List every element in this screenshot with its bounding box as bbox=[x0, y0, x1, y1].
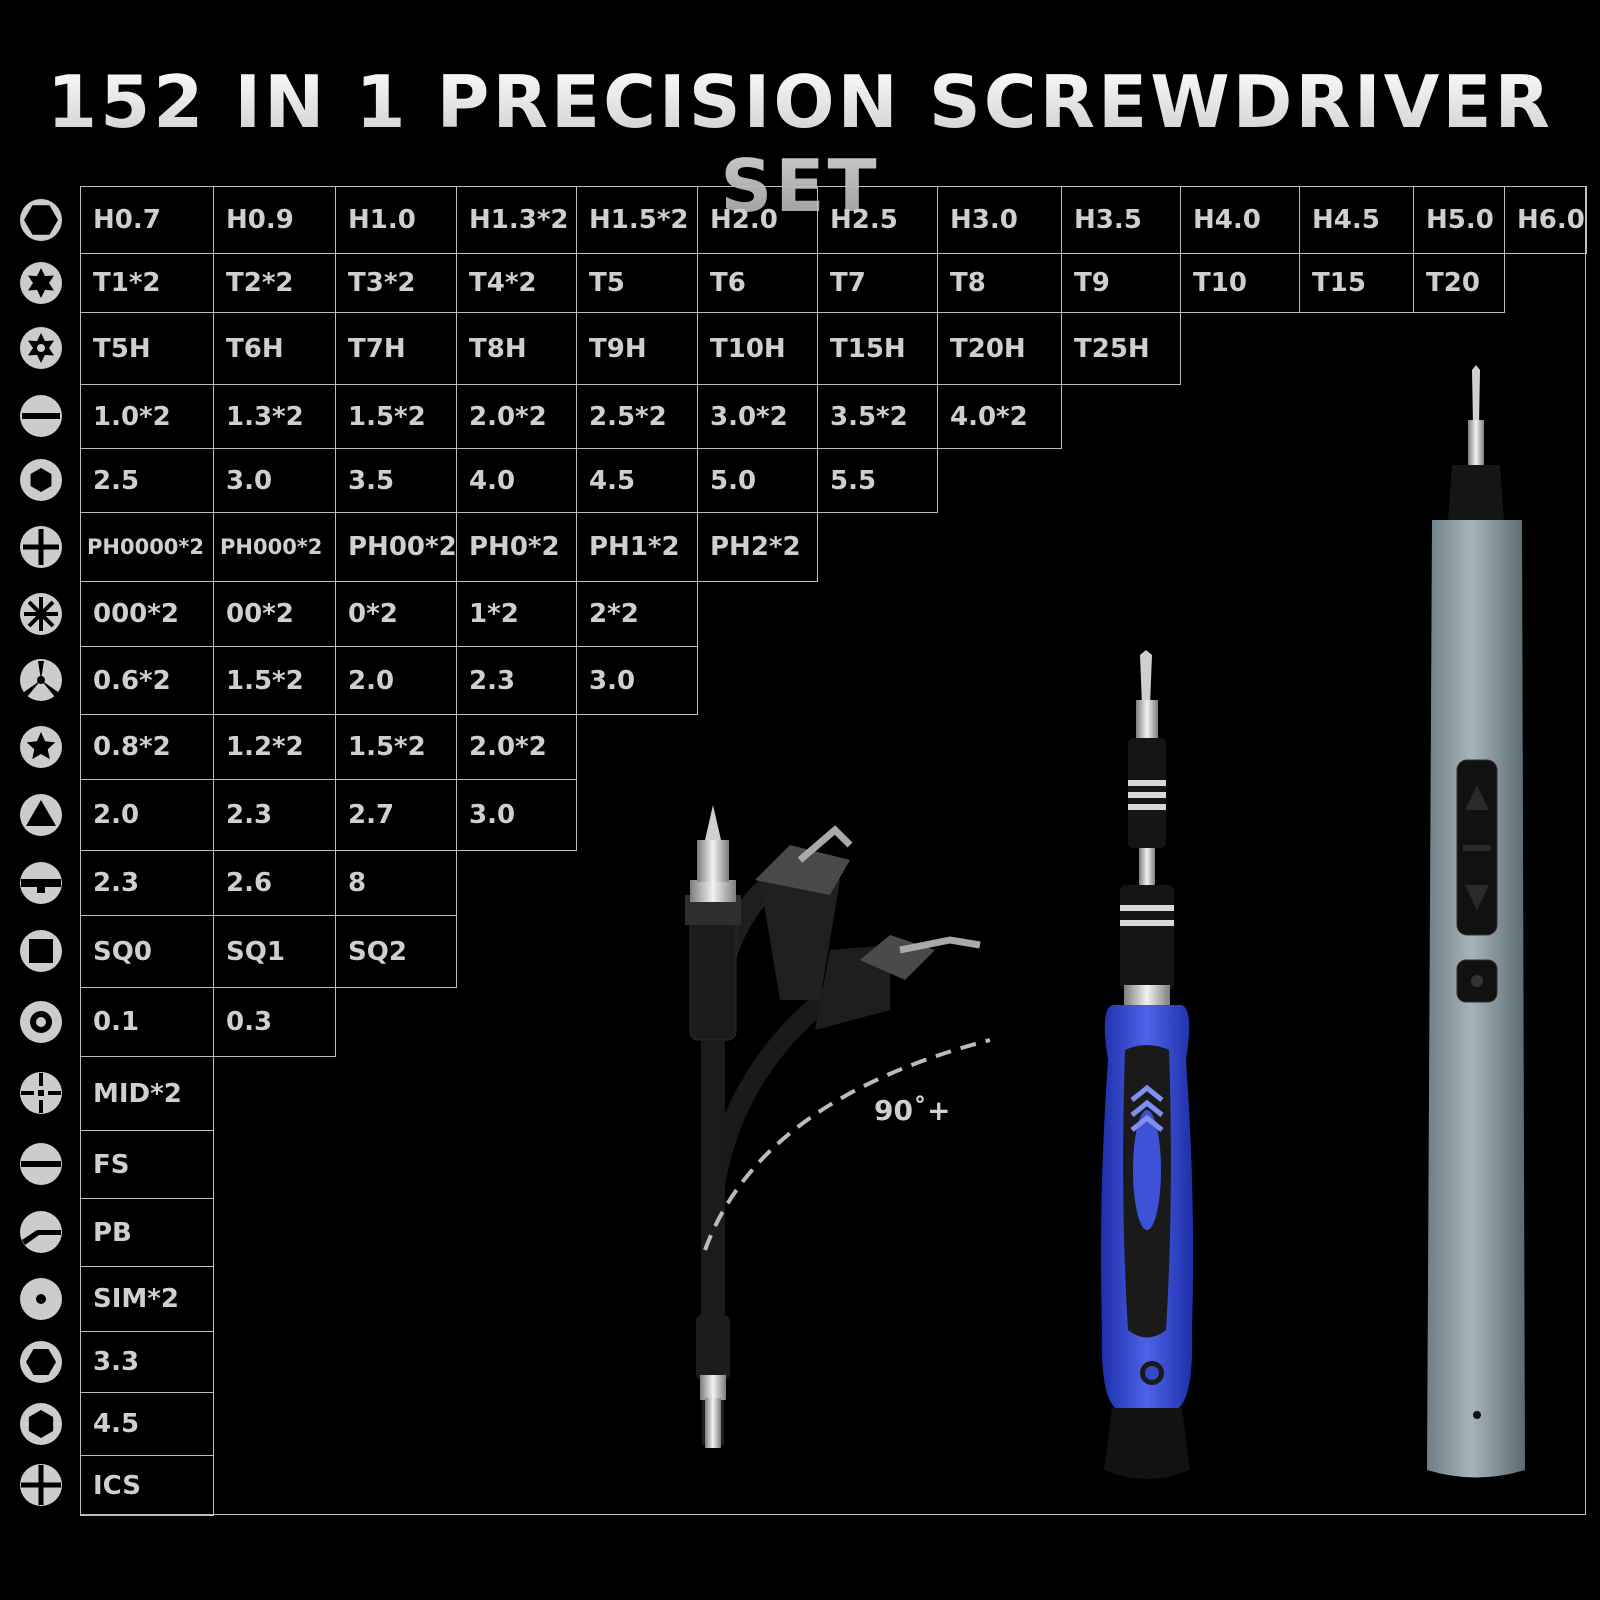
bit-cell: T20 bbox=[1413, 253, 1505, 313]
bit-cell: 1.0*2 bbox=[80, 384, 214, 449]
bit-cell: 1.2*2 bbox=[213, 714, 336, 780]
bit-cell: T20H bbox=[937, 312, 1062, 385]
pb-icon bbox=[19, 1210, 63, 1254]
bit-cell: 5.5 bbox=[817, 448, 938, 513]
sim-icon bbox=[19, 1277, 63, 1321]
blue-screwdriver-illustration bbox=[1100, 650, 1194, 1479]
bit-cell: 4.0*2 bbox=[937, 384, 1062, 449]
torx-icon bbox=[19, 261, 63, 305]
bit-cell: 3.5*2 bbox=[817, 384, 938, 449]
bit-cell: MID*2 bbox=[80, 1056, 214, 1131]
bit-cell: 0.3 bbox=[213, 987, 336, 1057]
bit-cell: SIM*2 bbox=[80, 1266, 214, 1332]
bit-cell: 3.0 bbox=[576, 646, 698, 715]
bit-cell: H0.7 bbox=[80, 186, 214, 254]
bit-cell: 5.0 bbox=[697, 448, 818, 513]
electric-screwdriver-illustration bbox=[1427, 365, 1525, 1478]
torx-hole-icon bbox=[19, 326, 63, 370]
slotted-icon bbox=[19, 394, 63, 438]
bit-cell: H5.0 bbox=[1413, 186, 1505, 254]
bit-cell: SQ1 bbox=[213, 915, 336, 988]
bit-cell: 3.0 bbox=[213, 448, 336, 513]
bit-cell: PB bbox=[80, 1198, 214, 1267]
bit-cell: 2.0*2 bbox=[456, 714, 577, 780]
bit-cell: T5H bbox=[80, 312, 214, 385]
bit-cell: ICS bbox=[80, 1455, 214, 1516]
bit-cell: H2.5 bbox=[817, 186, 938, 254]
bit-cell: T25H bbox=[1061, 312, 1181, 385]
bit-cell: H6.0 bbox=[1504, 186, 1587, 254]
bit-cell: T6H bbox=[213, 312, 336, 385]
bit-cell: H1.5*2 bbox=[576, 186, 698, 254]
pozidriv-icon bbox=[19, 592, 63, 636]
bit-cell: 3.0*2 bbox=[697, 384, 818, 449]
bit-cell: T15 bbox=[1299, 253, 1414, 313]
pin-icon bbox=[19, 1000, 63, 1044]
ics-icon bbox=[19, 1463, 63, 1507]
pentalobe-icon bbox=[19, 725, 63, 769]
bit-cell: SQ2 bbox=[335, 915, 457, 988]
bit-cell: 4.0 bbox=[456, 448, 577, 513]
bit-cell: 3.0 bbox=[456, 779, 577, 851]
bit-cell: H3.5 bbox=[1061, 186, 1181, 254]
hex-icon bbox=[19, 198, 63, 242]
mid-icon bbox=[19, 1071, 63, 1115]
u-shape-icon bbox=[19, 861, 63, 905]
bit-cell: PH2*2 bbox=[697, 512, 818, 582]
bit-cell: FS bbox=[80, 1130, 214, 1199]
bit-cell: 0*2 bbox=[335, 581, 457, 647]
bend-angle-label: 90˚+ bbox=[874, 1094, 951, 1127]
bit-cell: PH00*2 bbox=[335, 512, 457, 582]
hex-large-icon bbox=[19, 1402, 63, 1446]
bit-cell: H4.5 bbox=[1299, 186, 1414, 254]
hex-small-icon bbox=[19, 1340, 63, 1384]
triangle-icon bbox=[19, 793, 63, 837]
hex-socket-icon bbox=[19, 458, 63, 502]
bit-cell: 2*2 bbox=[576, 581, 698, 647]
square-icon bbox=[19, 929, 63, 973]
phillips-icon bbox=[19, 525, 63, 569]
bit-cell: H3.0 bbox=[937, 186, 1062, 254]
tri-wing-icon bbox=[19, 658, 63, 702]
fs-icon bbox=[19, 1142, 63, 1186]
flex-shaft-illustration bbox=[685, 805, 991, 1448]
bit-cell: PH0*2 bbox=[456, 512, 577, 582]
